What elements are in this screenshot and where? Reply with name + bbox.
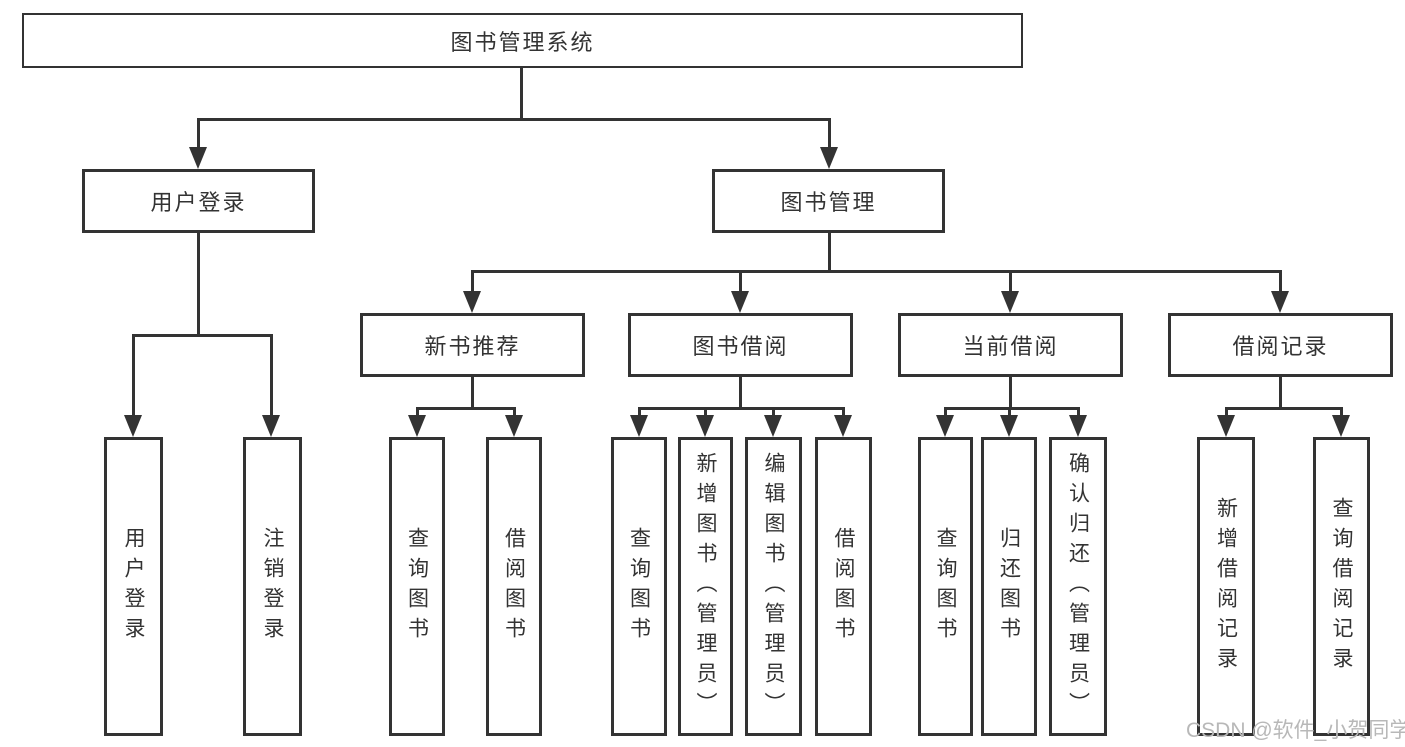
arrowhead	[731, 291, 749, 313]
connector	[132, 334, 273, 337]
connector	[471, 270, 1282, 273]
leaf-logout: 注销登录	[243, 437, 302, 736]
leaf-query-books-3: 查询图书	[918, 437, 973, 736]
connector	[197, 118, 200, 148]
connector	[638, 407, 641, 417]
connector	[471, 377, 474, 407]
connector	[1009, 270, 1012, 292]
arrowhead	[1217, 415, 1235, 437]
connector	[270, 334, 273, 417]
csdn-watermark: CSDN @软件_小贺同学	[1186, 719, 1405, 742]
leaf-user-login: 用户登录	[104, 437, 163, 736]
node-book-borrowing: 图书借阅	[628, 313, 853, 377]
leaf-label: 注销登录	[261, 526, 284, 647]
arrowhead	[408, 415, 426, 437]
leaf-borrow-books-1: 借阅图书	[486, 437, 542, 736]
connector	[704, 407, 707, 417]
connector	[471, 270, 474, 292]
arrowhead	[1332, 415, 1350, 437]
connector	[197, 118, 831, 121]
connector	[416, 407, 516, 410]
connector	[638, 407, 845, 410]
leaf-label: 借阅图书	[832, 526, 855, 647]
arrowhead	[1001, 291, 1019, 313]
arrowhead	[1069, 415, 1087, 437]
connector	[944, 407, 947, 417]
node-root: 图书管理系统	[22, 13, 1023, 68]
leaf-confirm-return-admin: 确认归还（管理员）	[1049, 437, 1107, 736]
arrowhead	[1000, 415, 1018, 437]
leaf-add-books-admin: 新增图书（管理员）	[678, 437, 733, 736]
arrowhead	[124, 415, 142, 437]
leaf-label: 查询图书	[405, 526, 429, 647]
arrowhead	[189, 147, 207, 169]
connector	[132, 334, 135, 417]
node-root-label: 图书管理系统	[450, 29, 595, 55]
arrowhead	[1271, 291, 1289, 313]
arrowhead	[463, 291, 481, 313]
node-current-borrowing: 当前借阅	[898, 313, 1123, 377]
leaf-label: 编辑图书（管理员）	[762, 451, 785, 722]
connector	[1009, 377, 1012, 407]
connector	[828, 118, 831, 148]
connector	[842, 407, 845, 417]
arrowhead	[834, 415, 852, 437]
leaf-label: 用户登录	[122, 526, 145, 647]
node-book-borrowing-label: 图书借阅	[692, 334, 789, 359]
leaf-label: 确认归还（管理员）	[1066, 451, 1090, 722]
connector	[1077, 407, 1080, 417]
connector	[520, 68, 523, 118]
leaf-label: 归还图书	[997, 526, 1021, 647]
node-book-management-label: 图书管理	[780, 190, 877, 215]
leaf-query-books-2: 查询图书	[611, 437, 667, 736]
leaf-label: 新增借阅记录	[1214, 496, 1238, 677]
arrowhead	[764, 415, 782, 437]
node-current-borrowing-label: 当前借阅	[962, 334, 1059, 359]
leaf-label: 查询图书	[627, 526, 651, 647]
arrowhead	[936, 415, 954, 437]
connector	[739, 377, 742, 407]
arrowhead	[696, 415, 714, 437]
connector	[513, 407, 516, 417]
leaf-label: 查询图书	[934, 526, 957, 647]
connector	[1225, 407, 1343, 410]
node-borrow-records: 借阅记录	[1168, 313, 1393, 377]
leaf-label: 新增图书（管理员）	[694, 451, 717, 722]
leaf-edit-books-admin: 编辑图书（管理员）	[745, 437, 802, 736]
node-new-book-recommend: 新书推荐	[360, 313, 585, 377]
connector	[416, 407, 419, 417]
connector	[1008, 407, 1011, 417]
connector	[1340, 407, 1343, 417]
connector	[739, 270, 742, 292]
connector	[197, 233, 200, 334]
node-book-management: 图书管理	[712, 169, 945, 233]
leaf-return-books: 归还图书	[981, 437, 1037, 736]
leaf-borrow-books-2: 借阅图书	[815, 437, 872, 736]
leaf-add-borrow-record: 新增借阅记录	[1197, 437, 1255, 736]
node-borrow-records-label: 借阅记录	[1232, 334, 1329, 359]
connector	[1225, 407, 1228, 417]
leaf-label: 查询借阅记录	[1330, 496, 1353, 677]
arrowhead	[630, 415, 648, 437]
connector	[828, 233, 831, 270]
arrowhead	[820, 147, 838, 169]
connector	[944, 407, 1080, 410]
leaf-query-borrow-record: 查询借阅记录	[1313, 437, 1370, 736]
connector	[772, 407, 775, 417]
leaf-query-books-1: 查询图书	[389, 437, 445, 736]
connector	[1279, 377, 1282, 407]
node-user-login-label: 用户登录	[150, 190, 247, 215]
leaf-label: 借阅图书	[502, 526, 526, 647]
connector	[1279, 270, 1282, 292]
node-new-book-recommend-label: 新书推荐	[424, 334, 521, 359]
arrowhead	[505, 415, 523, 437]
arrowhead	[262, 415, 280, 437]
node-user-login: 用户登录	[82, 169, 315, 233]
